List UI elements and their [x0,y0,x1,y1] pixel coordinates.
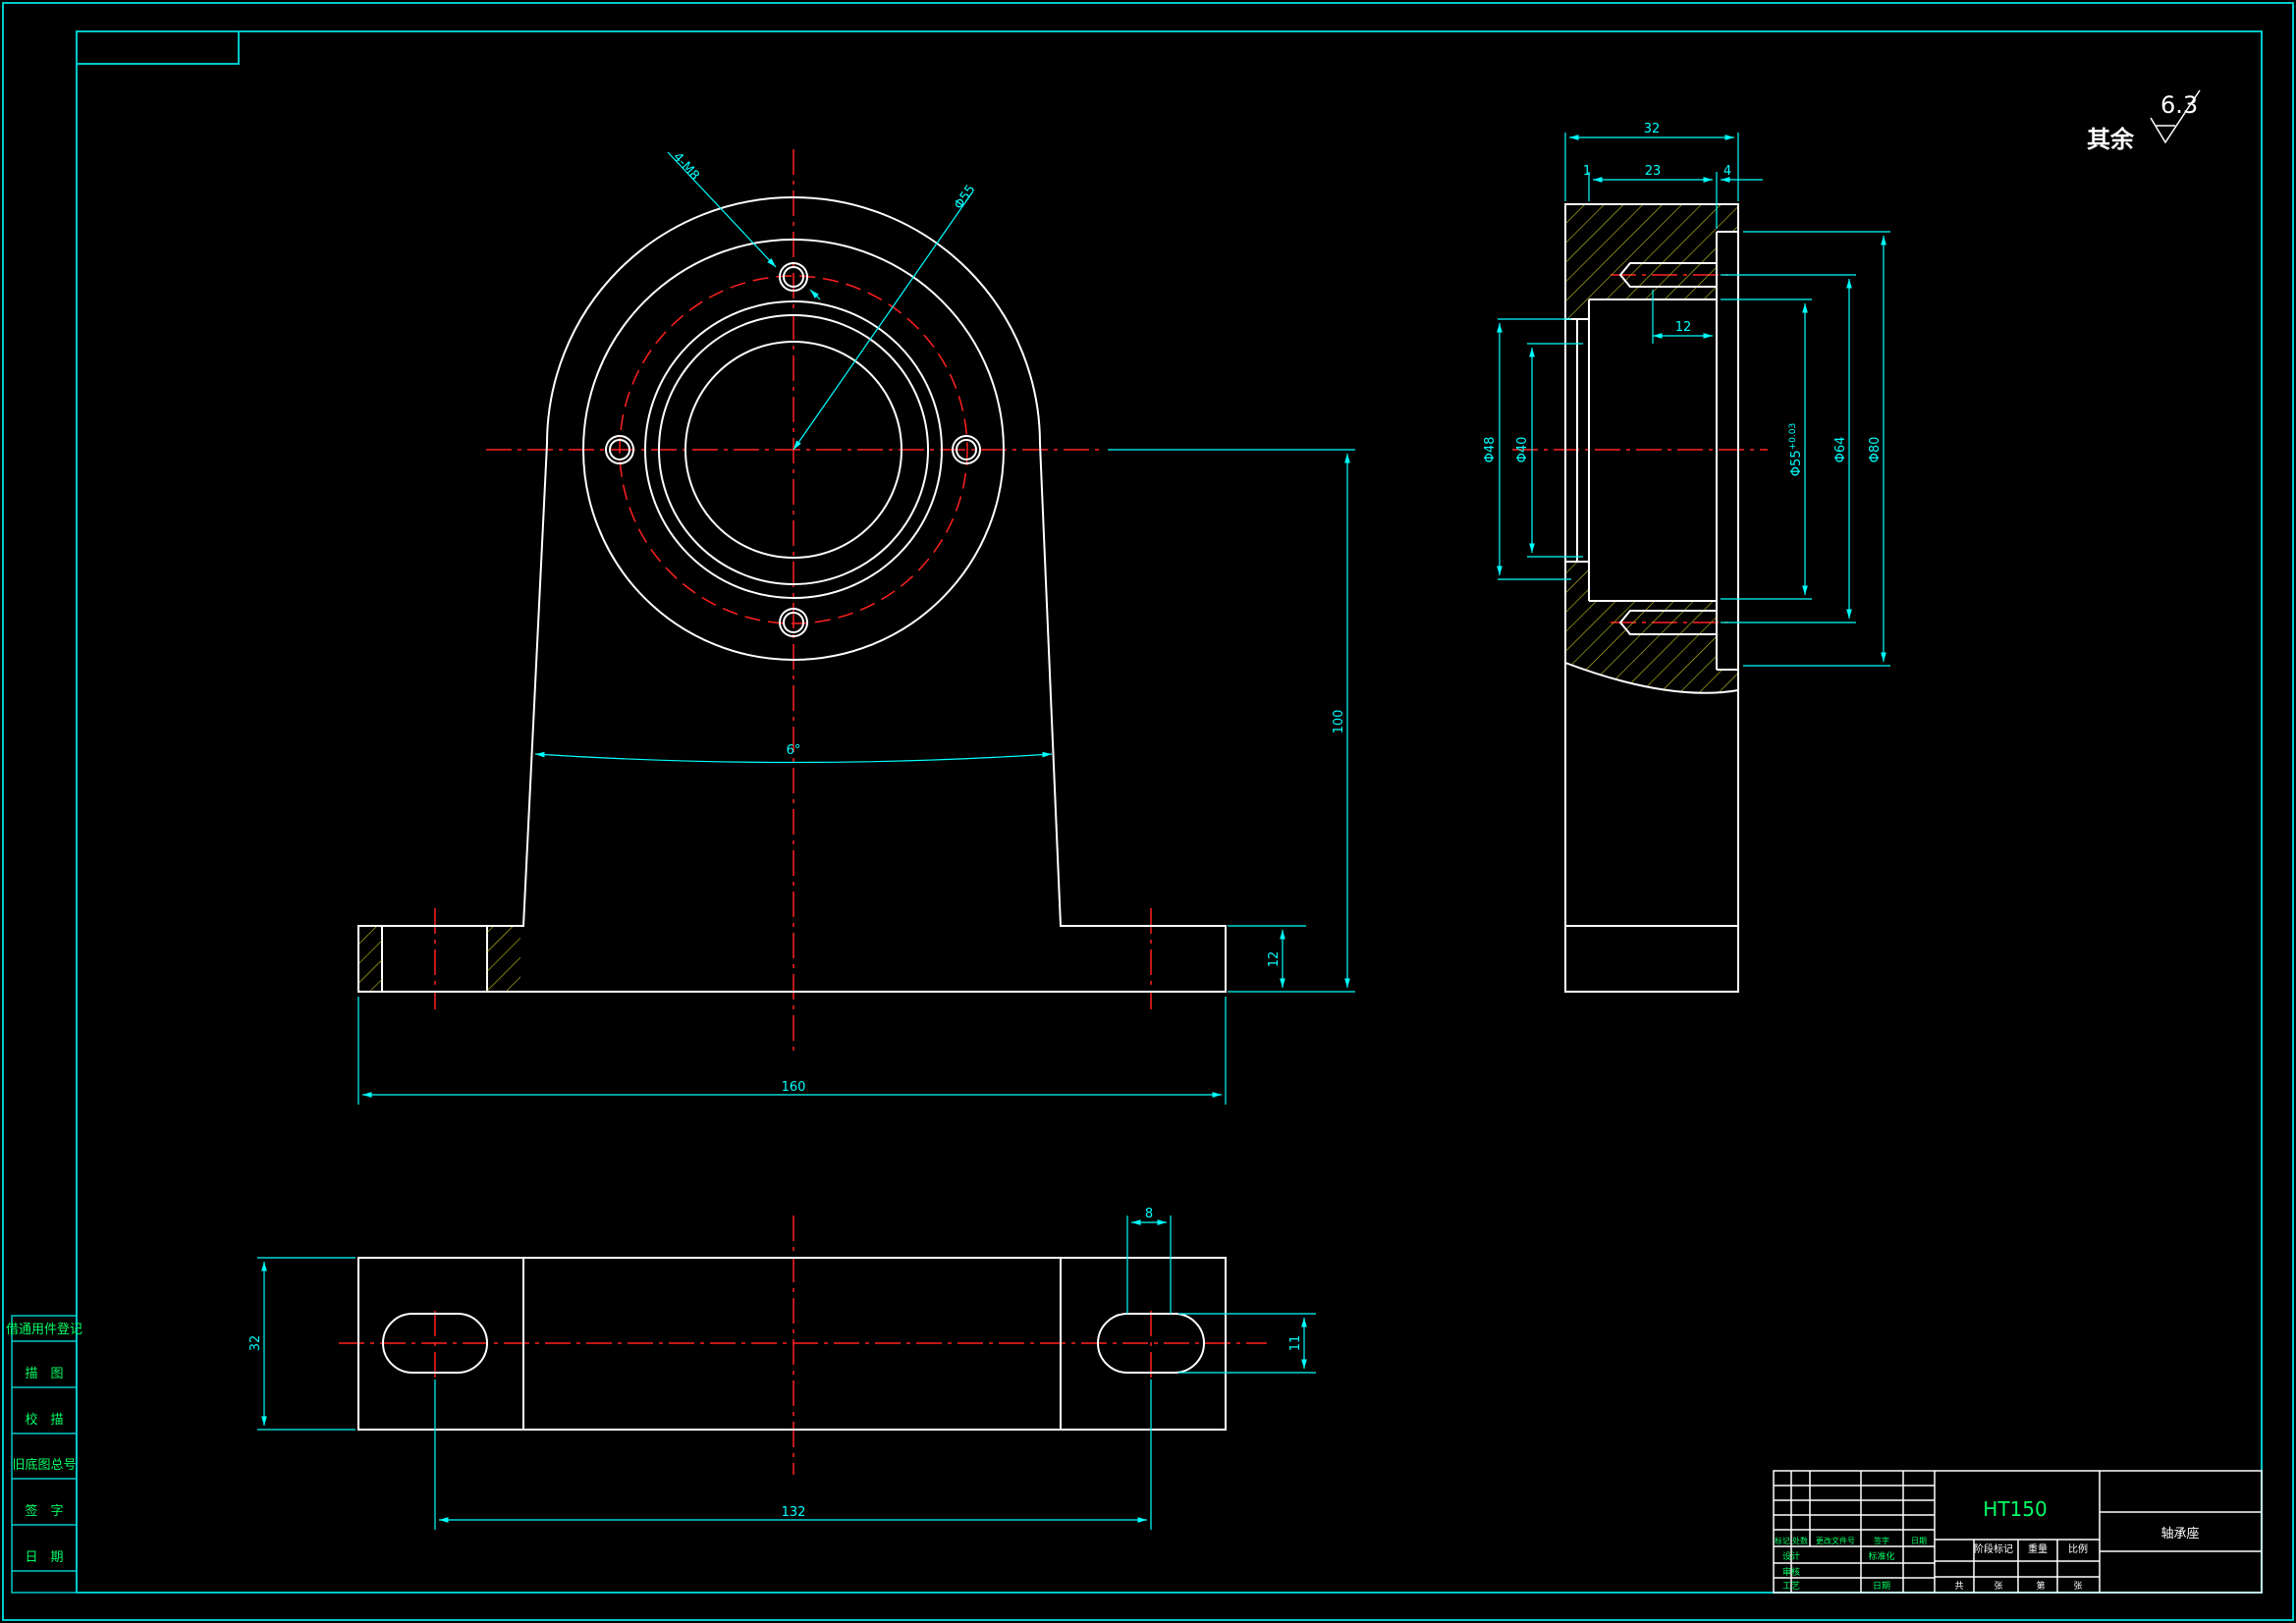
strip-label: 描 图 [25,1367,63,1381]
header-cell: 日期 [1911,1537,1927,1545]
right-label: 阶段标记 [1974,1542,2013,1555]
material-text: HT150 [1983,1497,2047,1521]
strip-label: 日 期 [25,1550,63,1565]
row-label: 设计 [1782,1550,1800,1562]
roughness-value: 6.3 [2160,91,2198,119]
roughness-prefix: 其余 [2087,126,2135,153]
header-cell: 处数 [1792,1536,1808,1545]
strip-label: 借通用件登记 [6,1323,82,1337]
dim-slot-width: 8 [1145,1207,1153,1221]
part-name-text: 轴承座 [2160,1527,2199,1542]
dim-d48: Φ48 [1483,437,1498,463]
dim-d80: Φ80 [1868,437,1883,463]
top-view: 32 8 11 132 [248,1207,1316,1530]
bottom-label: 张 [2073,1581,2082,1592]
row-label: 审核 [1782,1566,1800,1578]
bottom-label: 共 [1954,1581,1963,1592]
dim-hole-callout: 4-M8 [670,150,702,184]
bottom-label: 第 [2036,1580,2045,1592]
strip-label: 校 描 [25,1412,63,1428]
dim-height: 100 [1332,710,1346,734]
dim-side-width: 32 [1644,122,1661,136]
bottom-label: 张 [1994,1581,2002,1592]
dim-d40: Φ40 [1515,437,1530,463]
dim-draft-angle: 6° [787,743,801,758]
dim-base-thickness: 12 [1267,951,1282,968]
dim-top-depth: 32 [248,1335,263,1352]
strip-label: 签 字 [25,1503,63,1519]
dim-side-inner: 23 [1645,164,1662,179]
strip-label: 旧底图总号 [12,1457,76,1473]
dim-d64: Φ64 [1833,437,1848,463]
header-cell: 标记 [1775,1536,1790,1545]
row-label: 工艺 [1782,1581,1800,1592]
right-label: 比例 [2068,1542,2088,1555]
dim-thread-depth: 12 [1675,320,1692,335]
dim-slot-height: 11 [1288,1335,1303,1352]
dim-hole-spacing: 132 [782,1505,806,1520]
col-label: 日期 [1873,1581,1890,1592]
header-cell: 签字 [1874,1536,1889,1545]
dim-side-one: 1 [1583,164,1591,179]
side-view: 32 23 4 1 12 Φ48 Φ40 Φ55+0.03 Φ64 Φ80 [1483,122,1890,993]
header-cell: 更改文件号 [1816,1536,1855,1545]
roughness-symbol: 其余 6.3 [2087,89,2201,153]
left-strip: 借通用件登记 描 图 校 描 旧底图总号 签 字 日 期 [6,1315,82,1594]
right-label: 重量 [2028,1542,2048,1555]
dim-width: 160 [782,1080,806,1095]
title-block: HT150 轴承座 标记 处数 更改文件号 签字 日期 设计 审核 工艺 标准化… [1773,1470,2263,1594]
col-label: 标准化 [1868,1550,1894,1562]
dim-pcd: Φ55 [952,183,979,213]
dim-side-step: 4 [1723,164,1731,179]
front-view: 4-M8 Φ55 6° 100 12 160 [357,149,1355,1105]
dim-d55: Φ55+0.03 [1788,423,1804,476]
